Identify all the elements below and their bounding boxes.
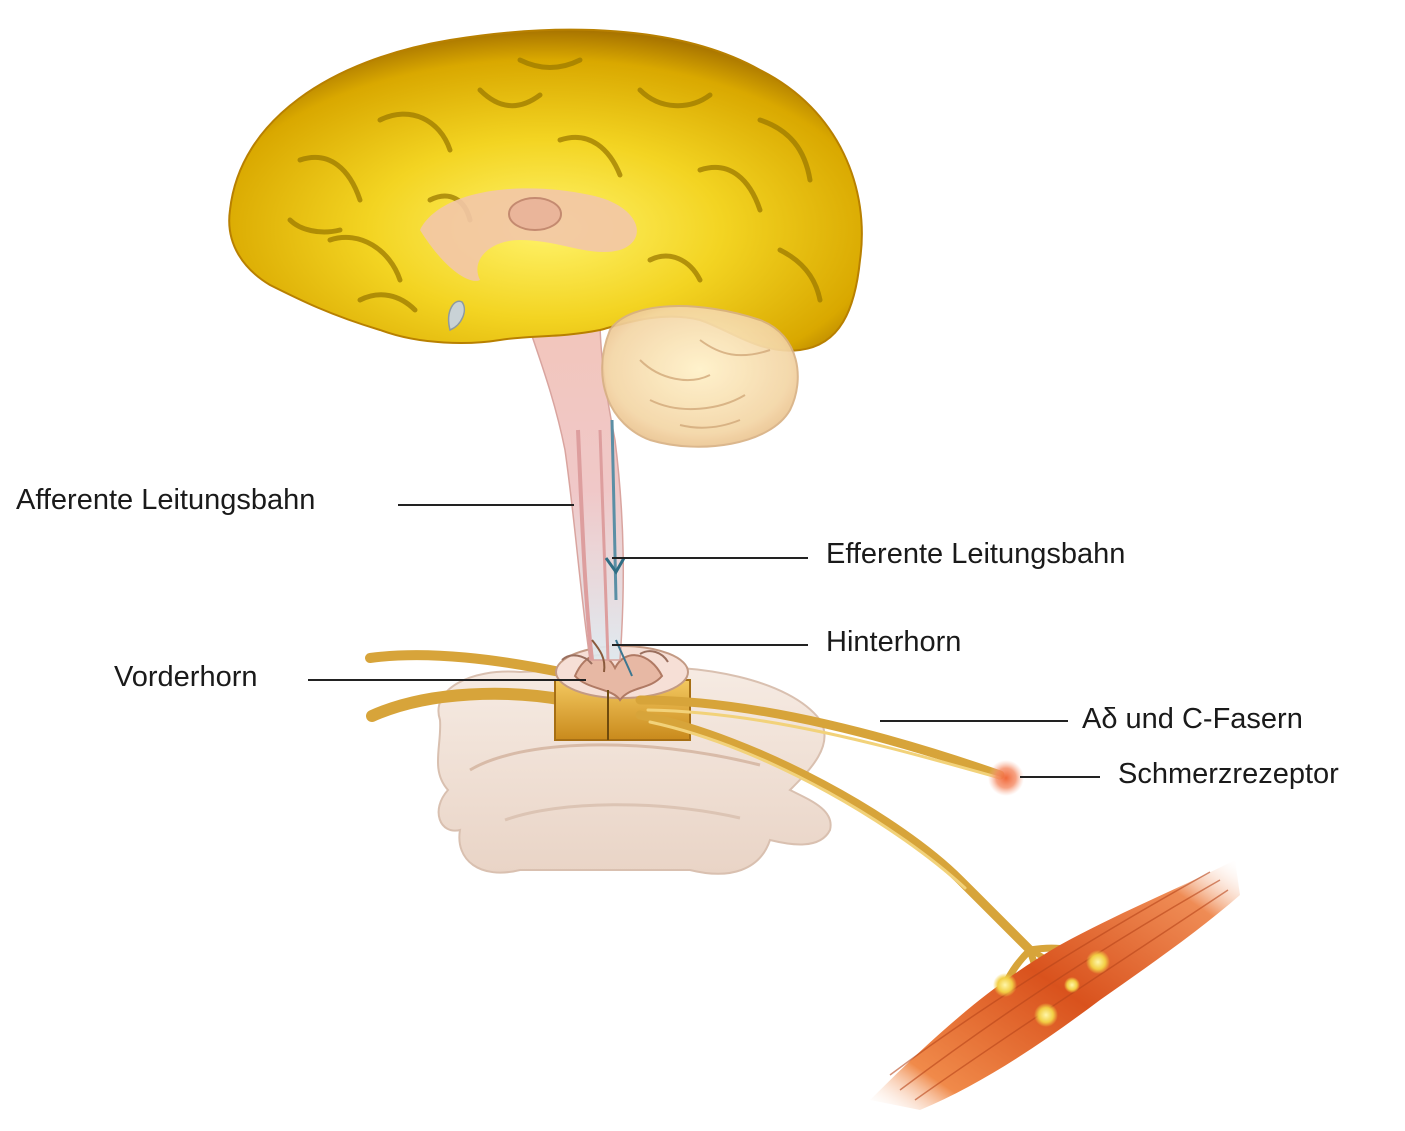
label-afferent: Afferente Leitungsbahn xyxy=(16,486,315,515)
pain-receptor-marker xyxy=(988,760,1024,796)
cerebellum xyxy=(602,306,798,447)
label-ventral-horn: Vorderhorn xyxy=(114,663,258,692)
muscle xyxy=(870,860,1240,1110)
label-pain-receptor: Schmerzrezeptor xyxy=(1118,760,1339,789)
cerebrum xyxy=(229,30,862,351)
label-efferent: Efferente Leitungsbahn xyxy=(826,540,1125,569)
label-fibers: Aδ und C-Fasern xyxy=(1082,705,1303,734)
label-dorsal-horn: Hinterhorn xyxy=(826,628,961,657)
